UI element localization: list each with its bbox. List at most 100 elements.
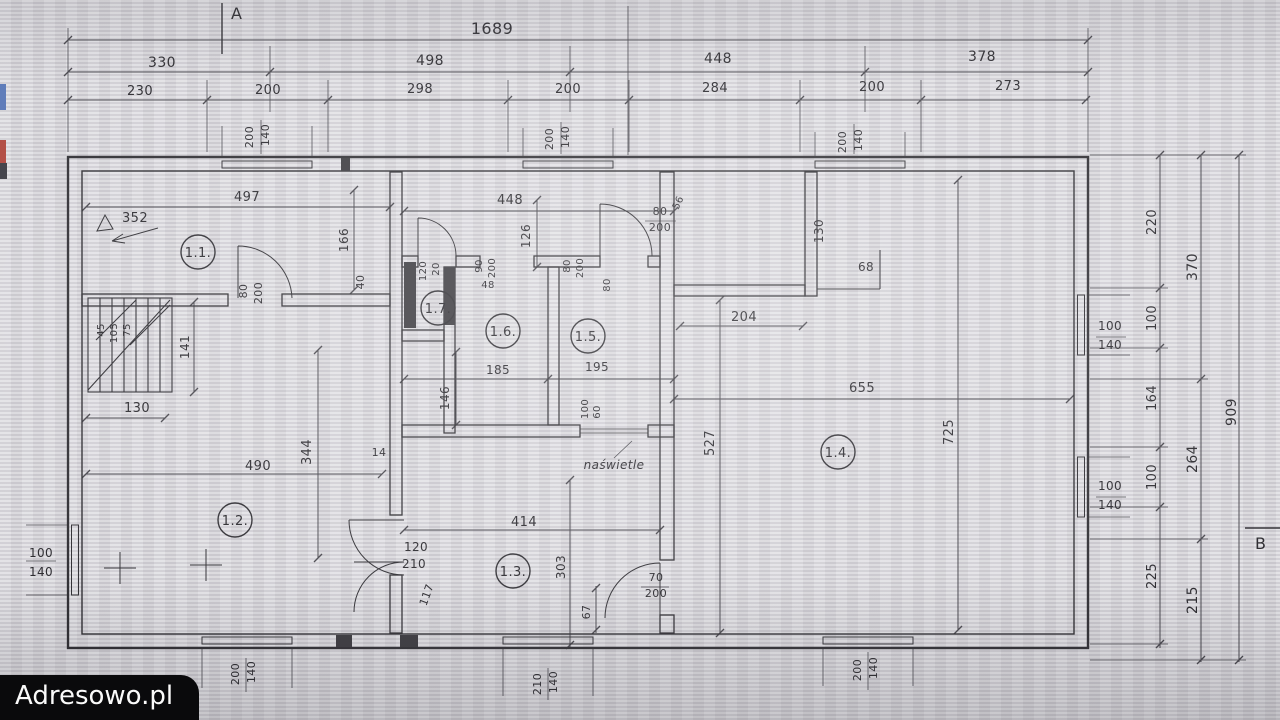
- room-number: 1.5.: [575, 330, 601, 345]
- dimension-label: 225: [1145, 563, 1160, 589]
- dimension-label: 140: [259, 124, 272, 146]
- dimension-label: 100: [1098, 319, 1122, 333]
- dimension-label: 100: [1145, 305, 1160, 331]
- dimension-label: 1689: [471, 19, 513, 38]
- dimension-label: 130: [124, 401, 150, 416]
- watermark-badge: Adresowo.pl: [0, 675, 200, 720]
- dimension-label: 40: [354, 275, 367, 290]
- exterior-walls: [66, 155, 1090, 650]
- entry-flag: [96, 213, 114, 232]
- dimension-label: 200: [836, 131, 849, 153]
- dimension-label: 230: [127, 84, 153, 99]
- dimension-label: 284: [702, 81, 728, 96]
- dimension-label: 200: [243, 126, 256, 148]
- dimension-label: 67: [580, 605, 593, 620]
- dimension-label: 330: [148, 55, 176, 71]
- dimension-label: 80: [562, 259, 573, 273]
- dimension-label: 140: [1098, 338, 1122, 352]
- dimension-label: 655: [849, 381, 875, 396]
- room-number-circle: [420, 290, 456, 326]
- room-number: 1.3.: [500, 565, 526, 580]
- room-number-circle: [217, 502, 253, 538]
- dimension-label: 200: [255, 83, 281, 98]
- dimension-label: 164: [1145, 385, 1160, 411]
- dimension-label: 200: [487, 258, 498, 278]
- dimension-label: 45: [96, 323, 107, 337]
- dimension-label: 200: [229, 663, 242, 685]
- dimension-label: 490: [245, 459, 271, 474]
- dimension-label: 117: [417, 582, 437, 607]
- dimension-label: 75: [122, 323, 133, 337]
- dimension-label: 200: [851, 659, 864, 681]
- section-markers: A B: [221, 3, 1280, 553]
- room-number: 1.1.: [185, 246, 211, 261]
- door-arcs: [237, 203, 661, 619]
- dimension-label: 100: [1098, 479, 1122, 493]
- dimension-label: 140: [852, 129, 865, 151]
- dimension-label: 195: [585, 360, 609, 374]
- interior-walls: [81, 171, 881, 634]
- room-number: 1.2.: [222, 514, 248, 529]
- dimension-label: 140: [1098, 498, 1122, 512]
- dimension-label: 200: [252, 282, 265, 304]
- dimension-label: 141: [178, 335, 192, 359]
- room-number-circle: [180, 234, 216, 270]
- photo-artifact: [0, 84, 6, 110]
- dimension-label: 414: [511, 515, 537, 530]
- dimension-label: 70: [649, 571, 664, 584]
- room-number-circle: [820, 434, 856, 470]
- dimension-label: 56: [671, 194, 687, 211]
- dimension-label: 344: [300, 439, 315, 465]
- dimension-label: 20: [431, 262, 442, 276]
- dimension-label: 303: [554, 555, 568, 579]
- dimension-label: 140: [867, 657, 880, 679]
- dimension-label: 273: [995, 79, 1021, 94]
- section-a-label: A: [231, 4, 242, 23]
- dimension-label: 448: [497, 193, 523, 208]
- dimension-label: 100: [29, 546, 53, 560]
- dimension-label: 210: [531, 673, 544, 695]
- dimension-label: 200: [645, 587, 667, 600]
- misc-marks: [96, 213, 222, 584]
- watermark-label: Adresowo.pl: [15, 681, 174, 711]
- dimension-label: 100: [580, 399, 591, 419]
- dimension-label: 48: [481, 280, 495, 291]
- room-number-circle: [485, 313, 521, 349]
- dimension-label: 60: [592, 405, 603, 419]
- room-number: 1.7.: [425, 302, 451, 317]
- dimension-label: 140: [559, 126, 572, 148]
- dimension-label: 200: [575, 258, 586, 278]
- dimension-label: naświetle: [584, 458, 645, 472]
- dimension-label: 527: [703, 430, 718, 456]
- windows: [71, 160, 1085, 645]
- entry-arrow: [111, 227, 159, 244]
- room-number-circle: [495, 553, 531, 589]
- dimension-label: 120: [404, 540, 428, 554]
- dimension-label: 68: [858, 260, 874, 274]
- dimension-label: 370: [1185, 253, 1201, 281]
- dimension-label: 200: [555, 82, 581, 97]
- dimension-label: 105: [109, 323, 120, 343]
- dimension-label: 90: [474, 259, 485, 273]
- dimension-label: 120: [418, 261, 429, 281]
- dimension-label: 166: [337, 228, 351, 252]
- room-number: 1.4.: [825, 446, 851, 461]
- photo-artifact: [0, 163, 7, 179]
- room-number: 1.6.: [490, 325, 516, 340]
- dimension-label: 200: [859, 80, 885, 95]
- dimension-label: 352: [122, 211, 148, 226]
- dimension-label: 126: [519, 224, 533, 248]
- dimension-lines: [26, 6, 1246, 700]
- dimension-label: 80: [237, 284, 250, 299]
- stairs: [87, 297, 173, 393]
- dimension-label: 204: [731, 310, 757, 325]
- dimension-label: 146: [438, 386, 452, 410]
- section-b-label: B: [1255, 534, 1266, 553]
- dimension-label: 140: [547, 671, 560, 693]
- dimension-label: 298: [407, 82, 433, 97]
- dimension-label: 200: [543, 128, 556, 150]
- dimension-label: 140: [245, 661, 258, 683]
